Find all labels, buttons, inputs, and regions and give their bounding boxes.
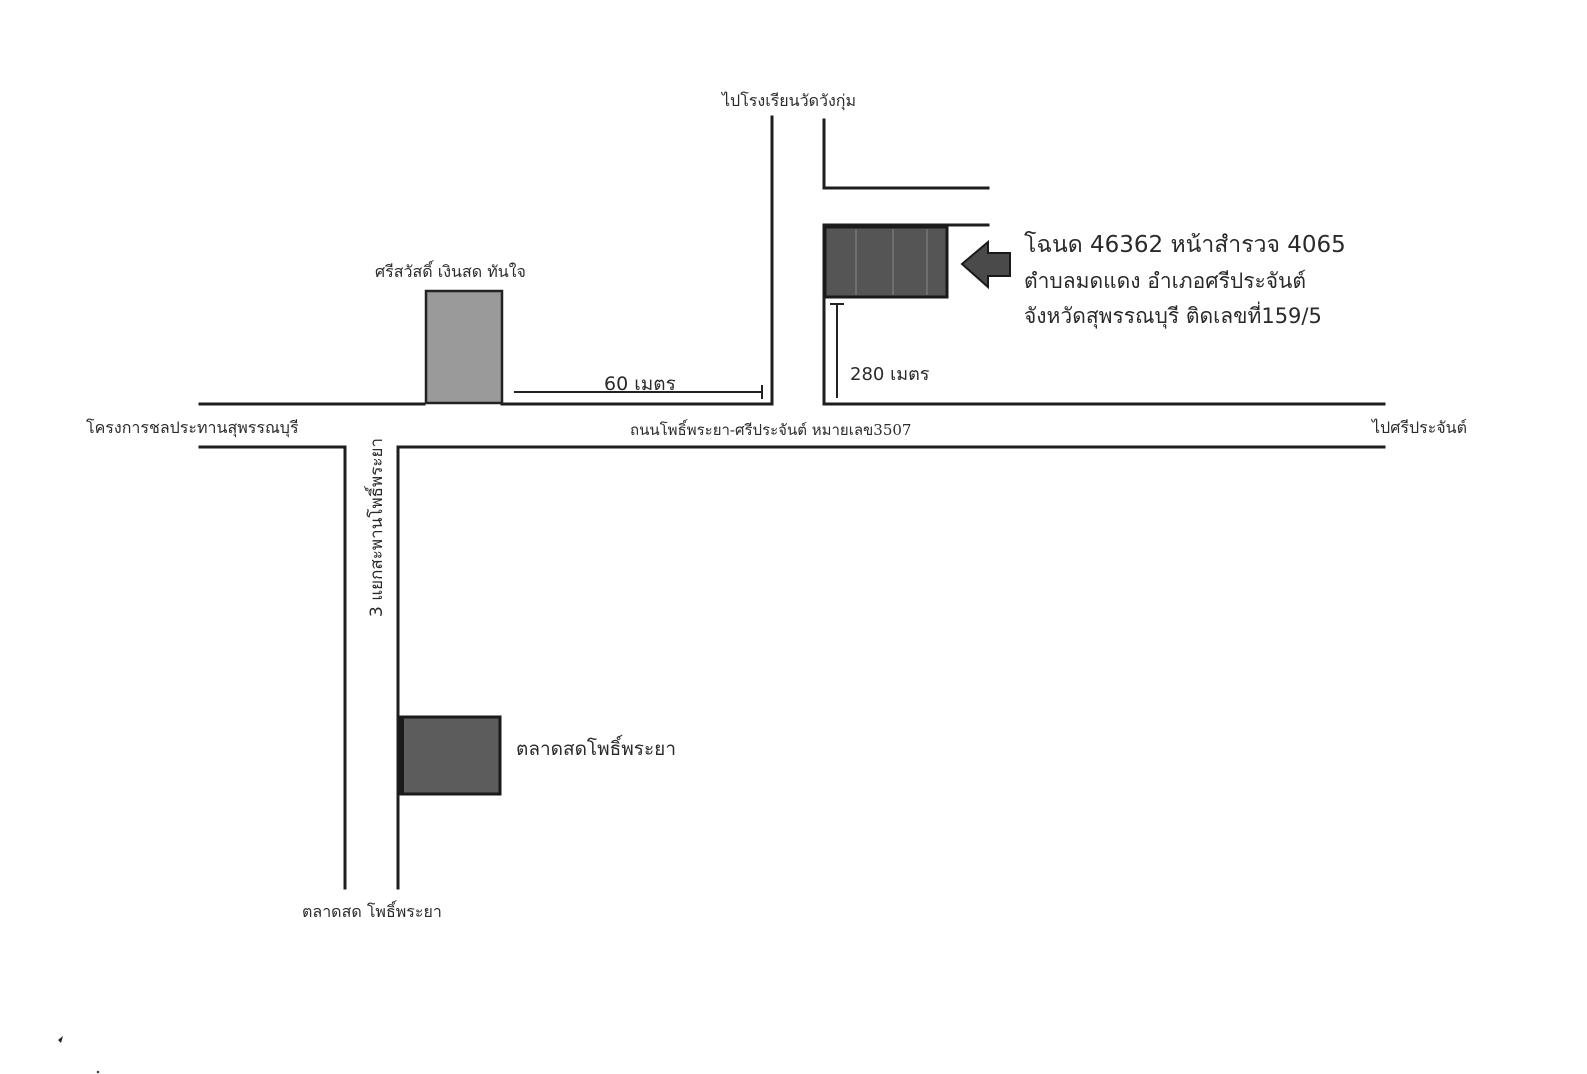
property-parcel <box>823 225 949 299</box>
distance-60-marker <box>514 385 763 399</box>
irrigation-label: โครงการชลประทานสุพรรณบุรี <box>86 418 299 438</box>
arrow-left-icon <box>960 239 1011 290</box>
deed-line-3: จังหวัดสุพรรณบุรี ติดเลขที่159/5 <box>1024 301 1322 329</box>
distance-280-label: 280 เมตร <box>850 364 930 385</box>
srisawat-building <box>424 289 504 405</box>
market-building <box>399 715 502 796</box>
to-school-label: ไปโรงเรียนวัดวังกุ่ม <box>720 91 856 111</box>
main-road-label: ถนนโพธิ์พระยา-ศรีประจันต์ หมายเลข3507 <box>630 419 911 439</box>
junction-label: 3 แยกสะพานโพธิ์พระยา <box>364 438 387 617</box>
market-building-edge <box>398 717 404 794</box>
distance-60-label: 60 เมตร <box>604 373 676 395</box>
distance-280-marker <box>830 303 844 398</box>
junction-road <box>343 445 400 890</box>
deed-line-2: ตำบลมดแดง อำเภอศรีประจันต์ <box>1024 269 1306 293</box>
scan-specks <box>58 1036 100 1074</box>
deed-line-1: โฉนด 46362 หน้าสำรวจ 4065 <box>1024 231 1346 258</box>
market-bottom-label: ตลาดสด โพธิ์พระยา <box>302 900 442 921</box>
market-box-label: ตลาดสดโพธิ์พระยา <box>516 734 676 760</box>
main-road <box>198 402 1386 449</box>
to-sriprachan-label: ไปศรีประจันต์ <box>1370 418 1467 437</box>
srisawat-label: ศรีสวัสดิ์ เงินสด ทันใจ <box>375 260 526 281</box>
